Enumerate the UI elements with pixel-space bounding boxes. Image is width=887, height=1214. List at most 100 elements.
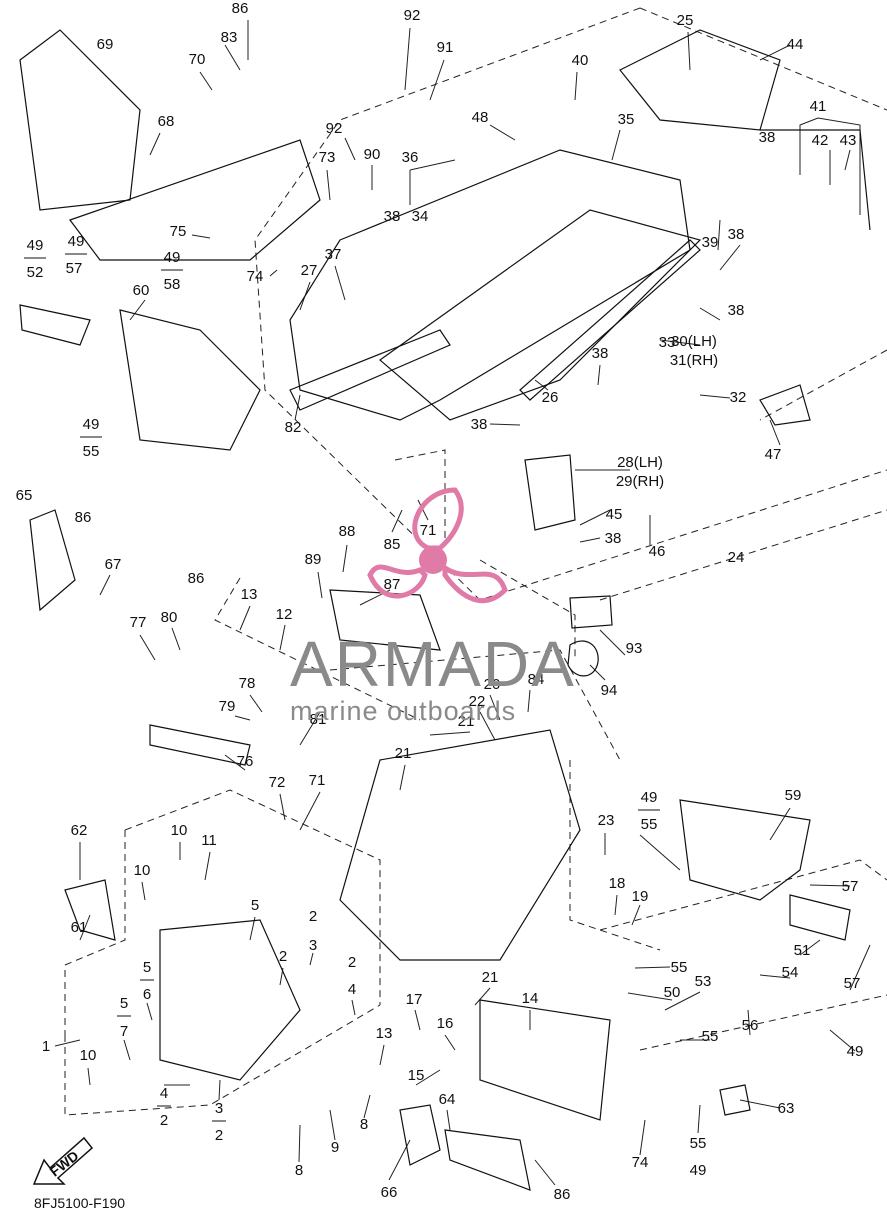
part-outlines xyxy=(19,29,871,1191)
callout-c49e: 49 xyxy=(641,789,658,806)
callout-c2a: 2 xyxy=(309,908,317,925)
callout-c74b: 74 xyxy=(632,1154,649,1171)
callout-c72: 72 xyxy=(269,774,286,791)
callout-c80: 80 xyxy=(161,609,178,626)
callout-c28: 28(LH) xyxy=(617,454,663,471)
callout-c79: 79 xyxy=(219,698,236,715)
plate-47 xyxy=(759,384,811,426)
callout-c26: 26 xyxy=(542,389,559,406)
callout-c33: 33 xyxy=(659,334,676,351)
callout-c34: 34 xyxy=(412,208,429,225)
callout-c70: 70 xyxy=(189,51,206,68)
fraction-bars xyxy=(24,253,660,1122)
callout-c85: 85 xyxy=(384,536,401,553)
callout-c91: 91 xyxy=(437,39,454,56)
callout-c18: 18 xyxy=(609,875,626,892)
callout-c22: 22 xyxy=(469,693,486,710)
plate-76 xyxy=(149,724,251,766)
callout-c44: 44 xyxy=(787,36,804,53)
callout-c55c: 55 xyxy=(671,959,688,976)
callout-c8a: 8 xyxy=(360,1116,368,1133)
callout-c58: 58 xyxy=(164,276,181,293)
tunnel-plate xyxy=(379,209,702,421)
callout-c49f: 49 xyxy=(847,1043,864,1060)
callout-c21b: 21 xyxy=(395,745,412,762)
callout-c52: 52 xyxy=(27,264,44,281)
bar-82 xyxy=(289,329,451,411)
callout-c27: 27 xyxy=(301,262,318,279)
engine-cradle xyxy=(339,729,581,961)
rear-flap-bracket xyxy=(619,29,781,131)
callout-c13a: 13 xyxy=(241,586,258,603)
callout-c37: 37 xyxy=(325,246,342,263)
callout-c53: 53 xyxy=(695,973,712,990)
callout-c43: 43 xyxy=(840,132,857,149)
callout-c51: 51 xyxy=(794,942,811,959)
callout-c24: 24 xyxy=(728,549,745,566)
callout-c15: 15 xyxy=(408,1067,425,1084)
front-bumper-60 xyxy=(119,309,261,451)
cover-65 xyxy=(29,509,76,612)
callout-c55d: 55 xyxy=(702,1028,719,1045)
callout-c30: 30(LH) xyxy=(671,333,717,350)
callout-c4a: 4 xyxy=(348,981,356,998)
callout-c10c: 10 xyxy=(80,1047,97,1064)
callout-c12: 12 xyxy=(276,606,293,623)
callout-c4b: 4 xyxy=(160,1085,168,1102)
callout-c75: 75 xyxy=(170,223,187,240)
callout-c1: 1 xyxy=(42,1038,50,1055)
callout-c61: 61 xyxy=(71,919,88,936)
callout-c68: 68 xyxy=(158,113,175,130)
callout-c86b: 86 xyxy=(75,509,92,526)
callout-c90: 90 xyxy=(364,146,381,163)
callout-c9: 9 xyxy=(331,1139,339,1156)
callout-c38e: 38 xyxy=(592,345,609,362)
leader-lines xyxy=(54,20,871,1186)
callout-c65: 65 xyxy=(16,487,33,504)
callout-c5c: 5 xyxy=(120,995,128,1012)
callout-c74a: 74 xyxy=(247,268,264,285)
callout-c93: 93 xyxy=(626,640,643,657)
callout-c46: 46 xyxy=(649,543,666,560)
callout-c69: 69 xyxy=(97,36,114,53)
callout-c55a: 55 xyxy=(83,443,100,460)
callout-c62: 62 xyxy=(71,822,88,839)
callout-c57c: 57 xyxy=(844,975,861,992)
callout-c25: 25 xyxy=(677,12,694,29)
callout-c39: 39 xyxy=(702,234,719,251)
callout-c2e: 2 xyxy=(215,1127,223,1144)
callout-c6: 6 xyxy=(143,986,151,1003)
callout-c21a: 21 xyxy=(458,713,475,730)
callout-c82: 82 xyxy=(285,419,302,436)
callout-c29: 29(RH) xyxy=(616,473,664,490)
callout-c3a: 3 xyxy=(309,937,317,954)
callout-c88: 88 xyxy=(339,523,356,540)
callout-c49a: 49 xyxy=(27,237,44,254)
callout-c38f: 38 xyxy=(471,416,488,433)
callout-c10a: 10 xyxy=(171,822,188,839)
callout-c17: 17 xyxy=(406,991,423,1008)
callout-c64: 64 xyxy=(439,1091,456,1108)
callout-c5b: 5 xyxy=(143,959,151,976)
callout-c71a: 71 xyxy=(420,522,437,539)
callout-c20: 20 xyxy=(484,676,501,693)
fwd-arrow: FWD xyxy=(32,1136,94,1185)
callout-c36: 36 xyxy=(402,149,419,166)
diagram-code: 8FJ5100-F190 xyxy=(34,1195,125,1211)
callout-c41: 41 xyxy=(810,98,827,115)
steering-bracket-left xyxy=(19,29,141,211)
callout-c8b: 8 xyxy=(295,1162,303,1179)
callout-c3b: 3 xyxy=(215,1100,223,1117)
callout-c86a: 86 xyxy=(232,0,249,17)
propeller-logo-icon xyxy=(367,487,508,604)
callout-c49b: 49 xyxy=(68,233,85,250)
callout-c5a: 5 xyxy=(251,897,259,914)
watermark-brand: ARMADA xyxy=(290,628,576,700)
callout-c81: 81 xyxy=(310,711,327,728)
callout-c38g: 38 xyxy=(605,530,622,547)
callout-c55e: 55 xyxy=(690,1135,707,1152)
plate-51 xyxy=(789,894,851,941)
callout-c86c: 86 xyxy=(188,570,205,587)
fwd-arrow-icon xyxy=(32,1136,94,1185)
